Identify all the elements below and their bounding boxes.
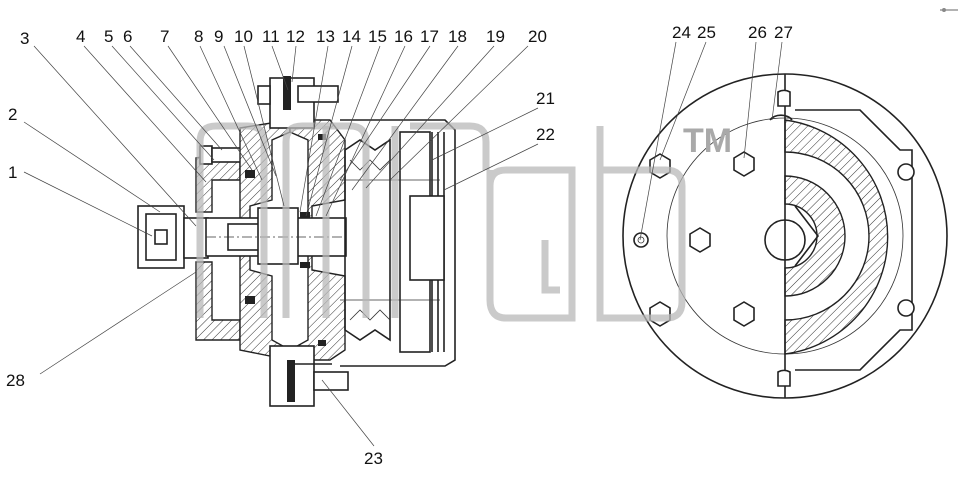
label-26: 26	[748, 23, 767, 42]
label-19: 19	[486, 27, 505, 46]
label-27: 27	[774, 23, 793, 42]
label-8: 8	[194, 27, 203, 46]
label-2: 2	[8, 105, 17, 124]
section-view	[137, 76, 456, 407]
label-9: 9	[214, 27, 223, 46]
label-23: 23	[364, 449, 383, 468]
label-4: 4	[76, 27, 85, 46]
label-28: 28	[6, 371, 25, 390]
watermark-tm: TM	[683, 122, 732, 160]
label-20: 20	[528, 27, 547, 46]
leader-lines	[23, 41, 783, 447]
front-view	[622, 73, 948, 399]
label-18: 18	[448, 27, 467, 46]
label-22: 22	[536, 125, 555, 144]
label-10: 10	[234, 27, 253, 46]
label-5: 5	[104, 27, 113, 46]
label-14: 14	[342, 27, 361, 46]
corner-mark-icon	[940, 8, 958, 12]
label-12: 12	[286, 27, 305, 46]
label-16: 16	[394, 27, 413, 46]
label-1: 1	[8, 163, 17, 182]
label-11: 11	[262, 27, 280, 46]
label-21: 21	[536, 89, 555, 108]
label-25: 25	[697, 23, 716, 42]
label-13: 13	[316, 27, 335, 46]
label-24: 24	[672, 23, 691, 42]
hex-bolt	[649, 153, 671, 179]
label-6: 6	[123, 27, 132, 46]
label-17: 17	[420, 27, 439, 46]
label-15: 15	[368, 27, 387, 46]
label-3: 3	[20, 29, 29, 48]
part-labels: 1 2 3 4 5 6 7 8 9 10 11 12 13 14 15 16 1…	[6, 23, 793, 468]
logo-watermark-icon: TM	[196, 122, 732, 322]
label-7: 7	[160, 27, 169, 46]
